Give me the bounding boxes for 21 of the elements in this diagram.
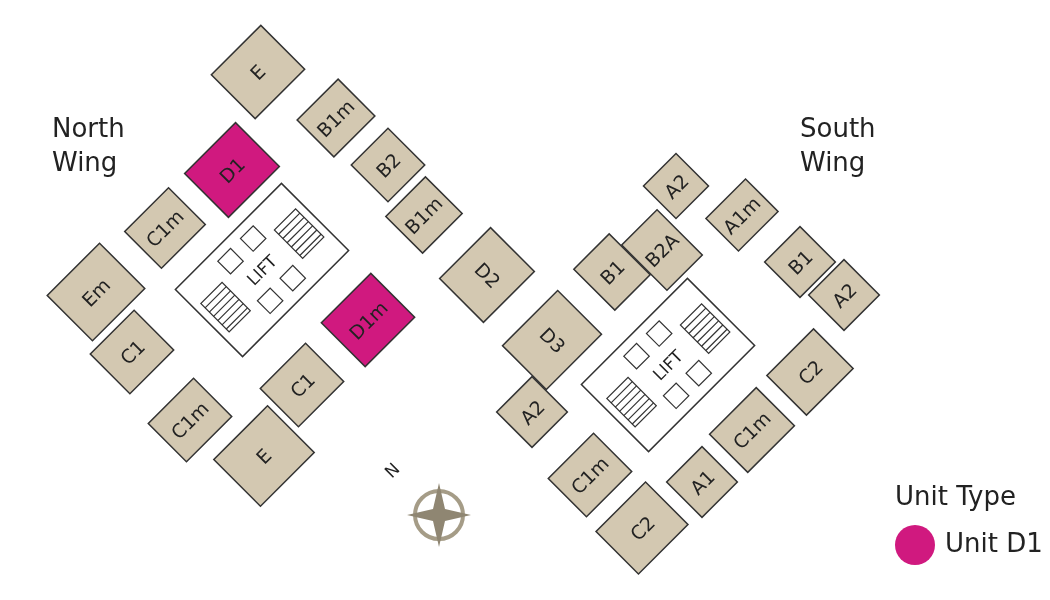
unit-label: B1 [784,246,816,278]
unit-label: E [253,445,275,467]
unit-label: D3 [535,323,568,357]
unit-label: C2 [626,512,658,544]
unit-label: A2 [828,279,860,311]
wing-label: South Wing [800,112,877,179]
unit-label: C1 [286,369,318,401]
legend-label: Unit D1 [945,527,1043,560]
legend-title: Unit Type [895,480,1016,513]
unit-label: D1 [215,153,248,187]
unit-label: Em [78,274,114,310]
unit-label: E [247,61,269,83]
unit-label: D2 [470,258,503,292]
unit-label: A1 [686,466,718,498]
unit-label: C1 [116,336,148,368]
unit-label: B1 [596,256,628,288]
unit-label: C2 [794,356,826,388]
wing-label: North Wing [52,112,126,179]
unit-label: B2 [372,149,404,181]
unit-label: A2 [516,396,548,428]
north-label: N [381,459,403,481]
